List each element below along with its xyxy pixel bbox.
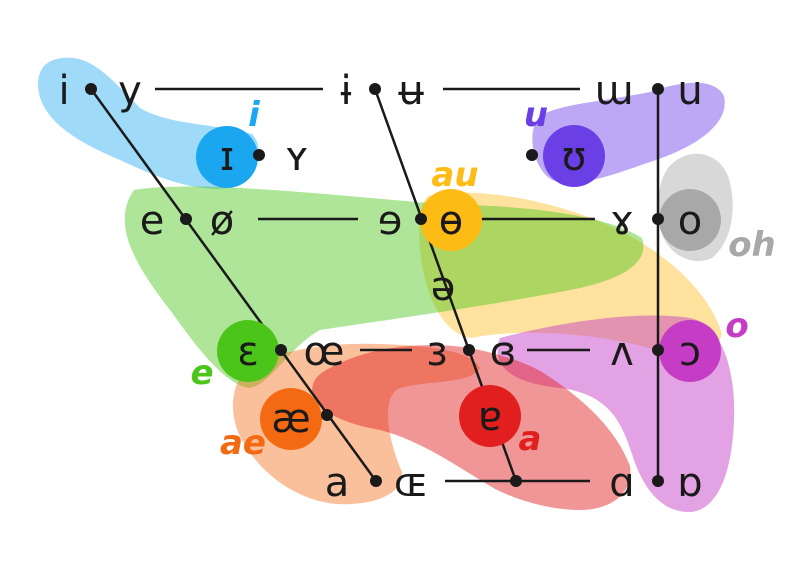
vowel-dots (85, 83, 664, 487)
dot-upsilon (526, 149, 538, 161)
vowel-epsilon: ɛ (237, 329, 259, 375)
vowel-open-o: ɔ (679, 329, 701, 375)
vowel-upsilon: ʊ (562, 134, 587, 180)
dot-i (85, 83, 97, 95)
circle-u (543, 125, 605, 187)
vowel-turned-v: ʌ (610, 329, 634, 375)
circle-e (217, 320, 279, 382)
dot-rev-e (415, 213, 427, 225)
dot-o (652, 213, 664, 225)
region-ae (232, 343, 480, 505)
phoneme-label-u: u (524, 95, 548, 135)
dot-open-o (652, 344, 664, 356)
phoneme-regions (38, 57, 735, 513)
phoneme-circles (196, 125, 721, 450)
vowel-u-bar: ʉ (398, 68, 424, 114)
vowel-rev-epsilon: ɜ (426, 329, 447, 375)
phoneme-label-oh: oh (728, 225, 776, 265)
vowel-cap-oe: ɶ (394, 460, 428, 506)
vowel-small-cap-i: ɪ (220, 134, 235, 180)
vowel-oe: œ (304, 329, 345, 375)
dot-ash (321, 409, 333, 421)
phoneme-label-e: e (190, 353, 213, 393)
vowel-o-bar: ɵ (439, 198, 463, 244)
circle-oh (659, 189, 721, 251)
phoneme-label-au: au (431, 155, 478, 195)
vowel-rev-e: ɘ (378, 198, 403, 244)
dot-e (180, 213, 192, 225)
phoneme-labels: i u au oh o e a ae (190, 95, 775, 463)
dot-turned-script-a (652, 475, 664, 487)
vowel-rams-horn: ɤ (610, 198, 634, 244)
vowel-o: o (678, 198, 702, 244)
vowel-ash: æ (271, 396, 310, 442)
phoneme-label-i: i (248, 95, 261, 135)
vowel-symbols: i y ɨ ʉ ɯ u ɪ ʏ ʊ e ø ɘ ɵ ɤ o ə ɛ œ ɜ ɞ … (58, 68, 702, 506)
circle-au (420, 189, 482, 251)
vowel-closed-rev-epsilon: ɞ (490, 329, 517, 375)
vowel-script-a: ɑ (609, 460, 634, 506)
vowel-i-bar: ɨ (340, 68, 351, 114)
vowel-o-slash: ø (210, 198, 234, 244)
vowel-turned-a: ɐ (478, 394, 502, 440)
vowel-e: e (140, 198, 165, 244)
circle-ae (260, 388, 322, 450)
dot-epsilon (275, 344, 287, 356)
vowel-a: a (325, 460, 350, 506)
vowel-small-cap-y: ʏ (285, 134, 309, 180)
dot-i-bar (369, 83, 381, 95)
circle-i (196, 126, 258, 188)
dot-rev-epsilon (463, 344, 475, 356)
dot-a (370, 475, 382, 487)
vowel-schwa: ə (431, 264, 456, 310)
vowel-turned-script-a: ɒ (677, 460, 702, 506)
dot-u (652, 83, 664, 95)
phoneme-label-ae: ae (220, 423, 266, 463)
phoneme-label-o: o (725, 306, 748, 346)
circle-o (659, 320, 721, 382)
vowel-u: u (677, 68, 702, 114)
dot-script-a (510, 475, 522, 487)
region-au (419, 192, 722, 356)
vowel-i: i (58, 68, 69, 114)
vowel-turned-m: ɯ (595, 68, 634, 114)
phoneme-label-a: a (519, 419, 542, 459)
vowel-y: y (118, 68, 142, 114)
dot-small-cap-i (253, 149, 265, 161)
circle-a (459, 385, 521, 447)
